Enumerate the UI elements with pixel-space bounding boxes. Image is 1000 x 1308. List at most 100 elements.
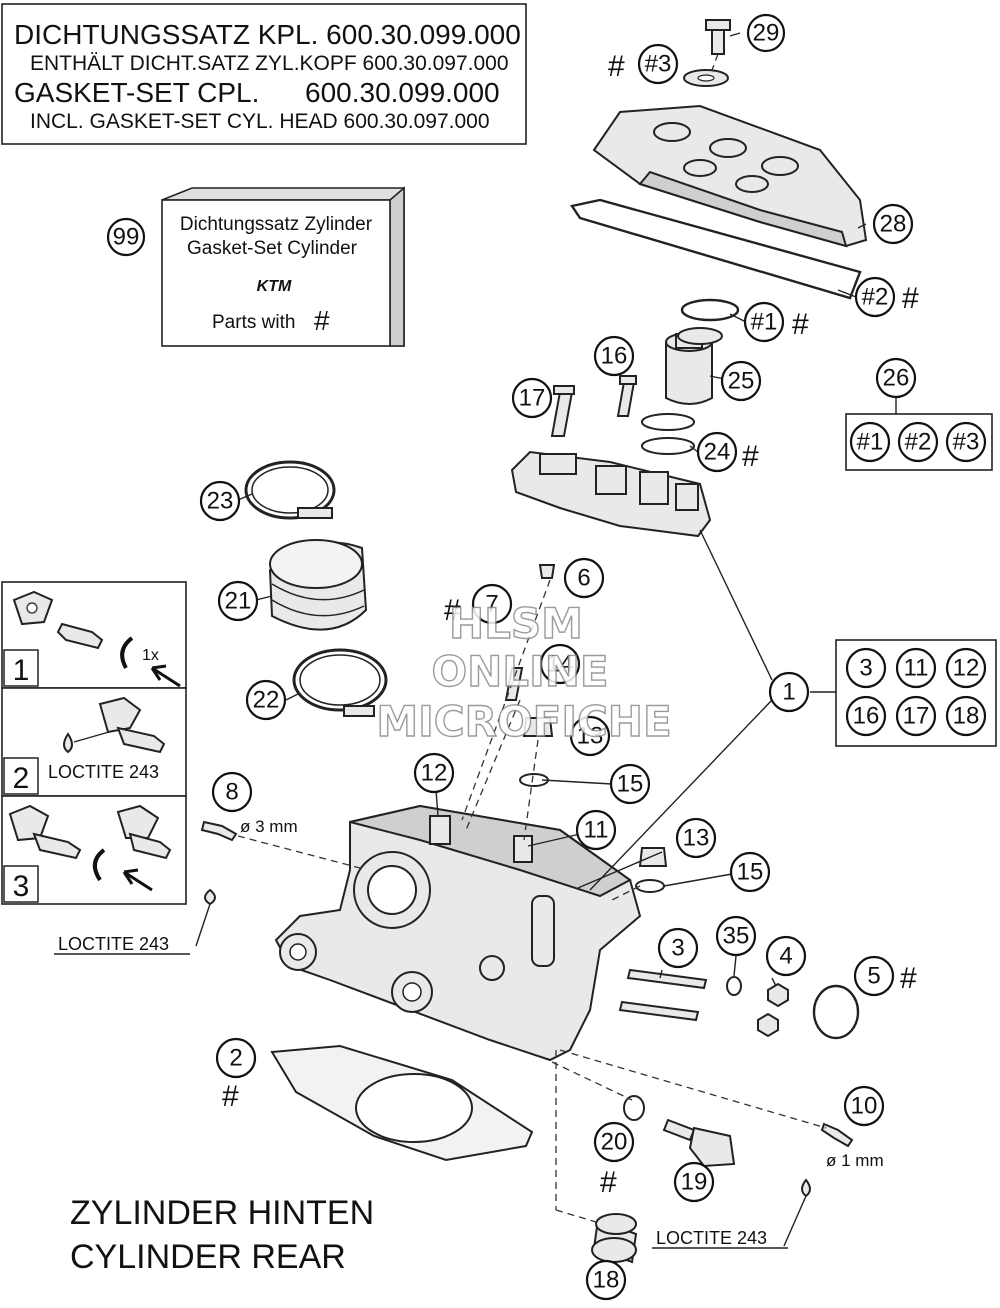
seal-rings (641, 298, 740, 455)
cylinder-head (274, 804, 642, 1062)
svg-text:16: 16 (601, 343, 628, 370)
svg-text:#1: #1 (751, 309, 778, 336)
gasket-set-line2: ENTHÄLT DICHT.SATZ ZYL.KOPF 600.30.097.0… (30, 52, 509, 75)
svg-text:15: 15 (737, 859, 764, 886)
loctite-label-bottom: LOCTITE 243 (656, 1228, 767, 1248)
gasket-set-line4: INCL. GASKET-SET CYL. HEAD 600.30.097.00… (30, 110, 490, 133)
studs (618, 968, 708, 1022)
callout-13-top: 13 (569, 715, 611, 757)
callout-7: 7 (471, 583, 513, 625)
group-1-item: 17 (895, 695, 937, 737)
hose-clamp-top (244, 460, 336, 520)
svg-text:2: 2 (229, 1045, 242, 1072)
step-1-number: 1 (13, 654, 30, 687)
step-1-label: 1x (142, 647, 159, 664)
screw-plug (591, 1213, 638, 1264)
hash-marker: # (900, 962, 917, 995)
callout-4: 4 (765, 935, 807, 977)
svg-text:11: 11 (904, 655, 929, 682)
callout-10: 10 (843, 1085, 885, 1127)
callout-17: 17 (511, 377, 553, 419)
hose-clamp-bottom (292, 648, 388, 717)
callout-2: 2 (215, 1037, 257, 1079)
svg-text:14: 14 (547, 651, 574, 678)
group-1-item: 3 (845, 647, 887, 689)
leader-lines (195, 32, 897, 1247)
svg-text:22: 22 (253, 687, 280, 714)
dimension-8: ø 3 mm (240, 817, 298, 836)
parts-with-label: Parts with (212, 312, 295, 333)
hash-marker: # (444, 594, 461, 627)
svg-text:10: 10 (851, 1093, 878, 1120)
callout-28: 28 (872, 203, 914, 245)
dashed-axis-lines (237, 53, 827, 1223)
svg-text:25: 25 (728, 368, 755, 395)
svg-text:1: 1 (782, 679, 795, 706)
valve-cover-bolt (683, 19, 731, 87)
callout-19: 19 (673, 1161, 715, 1203)
group-1-item: 12 (945, 647, 987, 689)
small-parts-right (726, 976, 860, 1040)
svg-text:15: 15 (617, 771, 644, 798)
cylinder-gasket-line2: Gasket-Set Cylinder (187, 238, 358, 259)
svg-text:3: 3 (671, 935, 684, 962)
svg-text:23: 23 (207, 488, 234, 515)
callout-23: 23 (199, 480, 241, 522)
hash-marker: # (608, 50, 625, 83)
assembly-steps-panel: 1 1x 2 LOCTITE 243 3 (1, 581, 187, 905)
svg-text:18: 18 (953, 703, 980, 730)
callout-22: 22 (245, 679, 287, 721)
valve-cover-gasket (570, 198, 862, 300)
svg-text:#3: #3 (645, 51, 672, 78)
svg-text:28: 28 (880, 211, 907, 238)
callout-14: 14 (539, 643, 581, 685)
svg-text:99: 99 (113, 224, 140, 251)
step-2: 2 LOCTITE 243 (3, 696, 166, 795)
callout-hash-2: #2 (854, 276, 896, 318)
hash-marker: # (222, 1080, 239, 1113)
step-3: 3 (3, 804, 172, 903)
diagram-title-en: CYLINDER REAR (70, 1238, 346, 1276)
svg-text:HLSM: HLSM (449, 599, 583, 648)
callout-99: 99 (106, 217, 146, 257)
svg-text:8: 8 (225, 779, 238, 806)
svg-text:17: 17 (519, 385, 546, 412)
group-26-item: #1 (849, 421, 891, 463)
cylinder-gasket-line1: Dichtungssatz Zylinder (180, 214, 373, 235)
step-2-label: LOCTITE 243 (48, 762, 159, 782)
gasket-set-line3-label: GASKET-SET CPL. (14, 77, 259, 108)
svg-text:24: 24 (704, 439, 731, 466)
group-1-item: 11 (895, 647, 937, 689)
callout-1: 1 (768, 671, 810, 713)
loctite-label-left: LOCTITE 243 (58, 934, 169, 954)
svg-text:6: 6 (577, 565, 590, 592)
callout-11: 11 (575, 809, 617, 851)
callout-21: 21 (217, 580, 259, 622)
svg-text:35: 35 (723, 923, 750, 950)
svg-text:13: 13 (683, 825, 710, 852)
cylinder-gasket-box: Dichtungssatz Zylinder Gasket-Set Cylind… (161, 186, 405, 347)
gasket-set-line3-number: 600.30.099.000 (305, 77, 500, 108)
callout-8: 8 (211, 771, 253, 813)
svg-text:7: 7 (485, 591, 498, 618)
callout-13-bottom: 13 (675, 817, 717, 859)
hash-marker: # (742, 440, 759, 473)
dimension-10: ø 1 mm (826, 1151, 884, 1170)
callout-3: 3 (657, 927, 699, 969)
callout-15-top: 15 (609, 763, 651, 805)
diagram-title-de: ZYLINDER HINTEN (70, 1194, 374, 1232)
svg-text:11: 11 (584, 817, 609, 844)
camshaft-bearing-bridge (510, 450, 712, 538)
gasket-set-box: DICHTUNGSSATZ KPL. 600.30.099.000 ENTHÄL… (1, 3, 527, 145)
callout-24: 24 (696, 431, 738, 473)
svg-text:5: 5 (867, 963, 880, 990)
cylinder-head-gasket (270, 1044, 534, 1162)
step-3-number: 3 (13, 870, 30, 903)
callout-26: 26 (875, 357, 917, 399)
callout-12: 12 (413, 752, 455, 794)
group-26-box: #1 #2 #3 (845, 413, 993, 471)
hash-marker: # (600, 1166, 617, 1199)
svg-text:19: 19 (681, 1169, 708, 1196)
svg-text:16: 16 (853, 703, 880, 730)
callout-16: 16 (593, 335, 635, 377)
